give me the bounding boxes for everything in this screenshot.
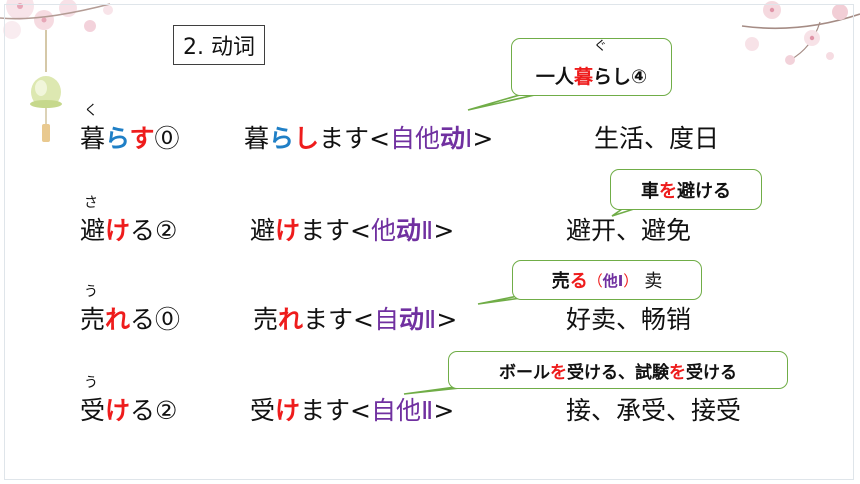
section-title: 2. 动词 [173, 25, 265, 65]
callout-example-3: 売る（他Ⅰ） 卖 [512, 260, 702, 300]
callout-paren: （ [587, 271, 603, 290]
callout-example-2: 車を避ける [610, 169, 762, 210]
verb-category: 自他动Ⅰ [390, 124, 473, 153]
callout-text: 売 [551, 271, 570, 292]
callout-highlight: を [659, 180, 677, 202]
callout-highlight: を [669, 362, 686, 383]
callout-highlight: る [569, 271, 588, 292]
callout-paren: ） [623, 271, 639, 290]
dictionary-form: 避ける② [80, 216, 178, 245]
dictionary-form: 受ける② [80, 396, 178, 425]
masu-form: 避けます<他动Ⅱ> [250, 216, 455, 245]
callout-category: 他Ⅰ [602, 271, 624, 290]
callout-example-4: ボールを受ける、試験を受ける [448, 351, 788, 389]
verb-category: 自他Ⅱ [371, 396, 434, 425]
furigana: う [84, 284, 98, 300]
callout-text: 受ける、試験 [567, 362, 669, 383]
wind-chime-icon [30, 30, 62, 142]
callout-text: 受ける [686, 362, 737, 383]
furigana: う [84, 375, 98, 391]
masu-form: 暮らします<自他动Ⅰ> [244, 124, 494, 153]
callout-highlight: 暮 [573, 65, 593, 88]
chinese-meaning: 生活、度日 [594, 124, 720, 153]
furigana: さ [84, 195, 98, 211]
furigana: く [84, 103, 98, 119]
callout-text: 避ける [677, 180, 731, 202]
callout-text: ボール [499, 362, 550, 383]
slide-frame [4, 4, 854, 480]
callout-text: 卖 [644, 271, 663, 292]
callout-accent: ④ [630, 65, 648, 88]
callout-text: らし [592, 65, 631, 88]
dictionary-form: 売れる⓪ [80, 305, 181, 334]
chinese-meaning: 接、承受、接受 [566, 396, 742, 425]
callout-text: 車 [641, 180, 659, 202]
callout-example-1: ぐ 一人暮らし④ [511, 38, 672, 96]
verb-category: 他动Ⅱ [371, 216, 434, 245]
callout-text: 一人 [535, 65, 574, 88]
masu-form: 受けます<自他Ⅱ> [250, 396, 455, 425]
chinese-meaning: 避开、避免 [566, 216, 692, 245]
callout-highlight: を [550, 362, 567, 383]
callout-ruby: ぐ [593, 38, 607, 54]
chinese-meaning: 好卖、畅销 [566, 305, 692, 334]
verb-category: 自动Ⅱ [374, 305, 437, 334]
dictionary-form: 暮らす⓪ [80, 124, 180, 153]
masu-form: 売れます<自动Ⅱ> [253, 305, 458, 334]
